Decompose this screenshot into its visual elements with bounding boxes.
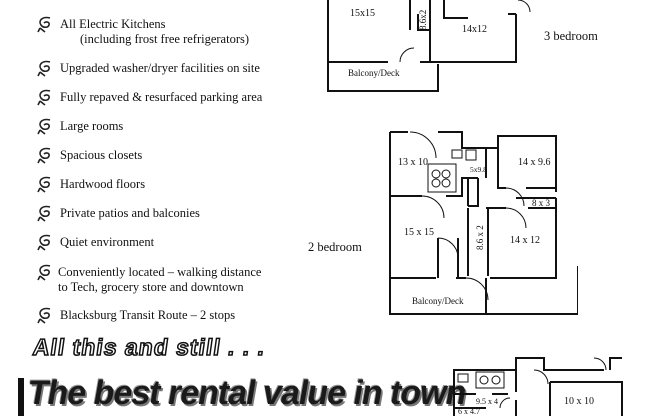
room-label: 8.6x2 (418, 10, 428, 30)
swirl-arrow-icon (37, 264, 51, 281)
room-label: 14x12 (462, 24, 487, 35)
room-label: 5x9.8 (470, 165, 487, 174)
balcony-label: Balcony/Deck (348, 68, 400, 78)
feature-text: Spacious closets (60, 148, 143, 162)
room-label: 13 x 10 (398, 157, 428, 168)
swirl-arrow-icon (37, 16, 51, 33)
swirl-arrow-icon (37, 234, 51, 251)
feature-text: All Electric Kitchens (60, 17, 166, 31)
feature-subtext: (including frost free refrigerators) (80, 32, 250, 46)
decorative-bar (18, 378, 24, 416)
room-label: 15 x 15 (404, 227, 434, 238)
room-label: 9.5 x 4 (476, 397, 498, 406)
feature-text: Conveniently located – walking distance (58, 265, 262, 279)
room-label: 8.6 x 2 (475, 225, 485, 250)
floor-plan-3-bedroom: 15x15 8.6x2 14x12 Balcony/Deck (327, 0, 531, 92)
swirl-arrow-icon (37, 176, 51, 193)
swirl-arrow-icon (37, 118, 51, 135)
feature-text: Large rooms (60, 119, 124, 133)
floor-plan-2-bedroom: 13 x 10 5x9.8 14 x 9.6 8 x 3 15 x 15 8.6… (389, 131, 578, 315)
room-label: 8 x 3 (532, 198, 551, 208)
swirl-arrow-icon (37, 205, 51, 222)
feature-text: Blacksburg Transit Route – 2 stops (60, 308, 236, 322)
headline-line-1: All this and still . . . (30, 333, 268, 361)
floor-plan-1-bedroom: 9.5 x 4 6 x 4.7 10 x 10 (453, 357, 623, 416)
feature-subtext: to Tech, grocery store and downtown (58, 280, 244, 294)
feature-text: Hardwood floors (60, 177, 146, 191)
room-label: 14 x 9.6 (518, 157, 551, 168)
plan-label-3-bedroom: 3 bedroom (544, 29, 598, 43)
room-label: 14 x 12 (510, 235, 540, 246)
swirl-arrow-icon (37, 307, 51, 324)
feature-text: Quiet environment (60, 235, 155, 249)
headline-line-2: The best rental value in town (24, 374, 470, 412)
swirl-arrow-icon (37, 147, 51, 164)
swirl-arrow-icon (37, 89, 51, 106)
balcony-label: Balcony/Deck (412, 296, 464, 306)
room-label: 6 x 4.7 (458, 407, 480, 416)
swirl-arrow-icon (37, 60, 51, 77)
room-label: 15x15 (350, 8, 375, 19)
feature-text: Private patios and balconies (60, 206, 200, 220)
feature-text: Upgraded washer/dryer facilities on site (60, 61, 260, 75)
plan-label-2-bedroom: 2 bedroom (308, 240, 362, 254)
room-label: 10 x 10 (564, 396, 594, 407)
feature-text: Fully repaved & resurfaced parking area (60, 90, 263, 104)
